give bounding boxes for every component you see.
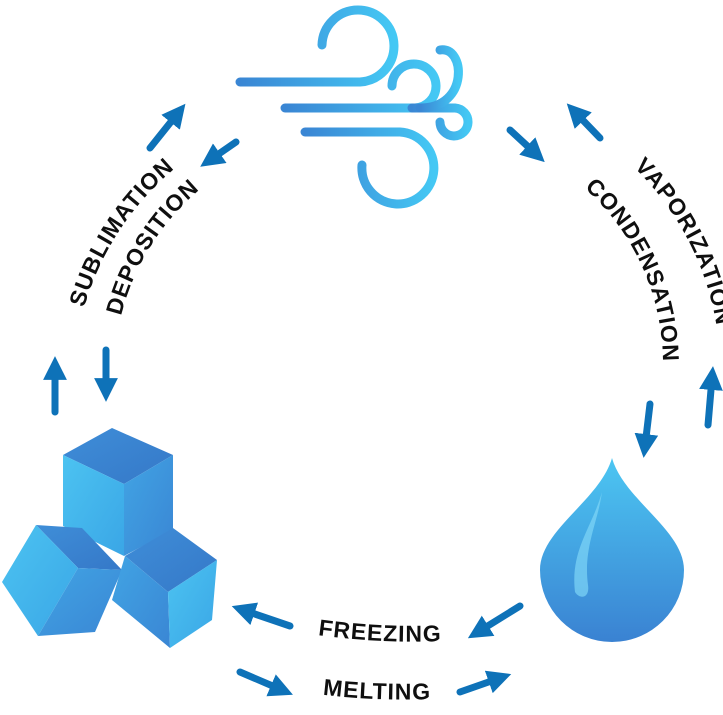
- arrow-freezing: [231, 602, 524, 639]
- arrow-melting: [236, 668, 512, 697]
- arrow-condensation: [506, 126, 659, 458]
- arrow-vaporization: [566, 103, 723, 429]
- freezing-label: FREEZING: [317, 614, 442, 646]
- ice-cubes-icon: [2, 428, 217, 648]
- wind-icon: [235, 5, 473, 209]
- arrow-deposition: [94, 138, 240, 402]
- arrow-sublimation: [43, 103, 186, 416]
- water-drop-icon: [540, 458, 684, 642]
- melting-label: MELTING: [322, 674, 431, 705]
